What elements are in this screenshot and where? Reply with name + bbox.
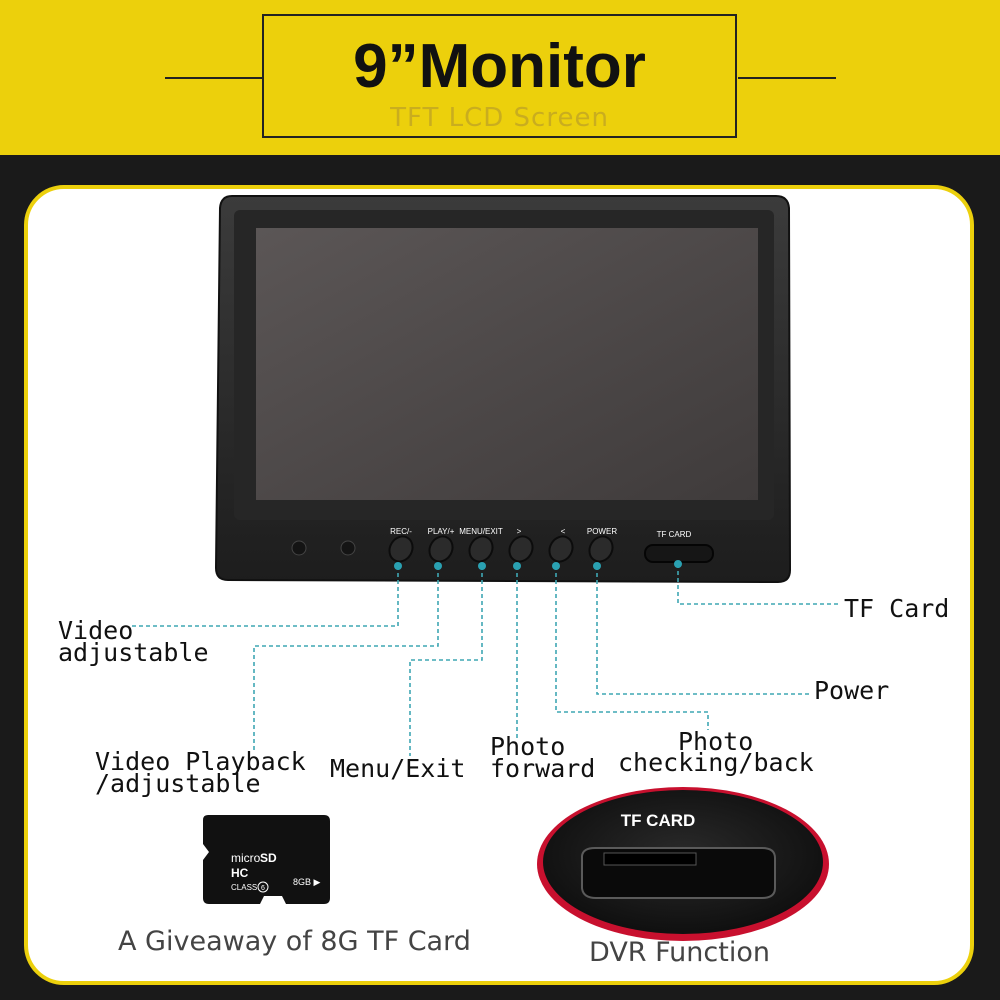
button-back[interactable] [545, 532, 577, 566]
card-slot[interactable] [644, 544, 714, 563]
button-menu-exit[interactable] [465, 532, 497, 566]
button-label-rec: REC/- [390, 527, 412, 536]
top-banner: 9”Monitor TFT LCD Screen [0, 0, 1000, 155]
label-photo-forward-2: forward [490, 754, 596, 783]
button-play[interactable] [425, 532, 457, 566]
sd-class: CLASS [231, 883, 257, 892]
caption-giveaway: A Giveaway of 8G TF Card [118, 926, 471, 957]
label-tf-card: TF Card [844, 594, 950, 623]
button-label-back: < [561, 527, 566, 536]
sensor-hole [291, 540, 307, 556]
callout-dots [394, 560, 682, 570]
button-rec[interactable] [385, 532, 417, 566]
button-label-power: POWER [587, 527, 617, 536]
sd-capacity: 8GB ▶ [293, 877, 321, 887]
button-label-play: PLAY/+ [428, 527, 455, 536]
button-power[interactable] [585, 532, 617, 566]
label-power: Power [814, 676, 890, 705]
sd-card: micro SD HC CLASS 6 8GB ▶ [203, 815, 330, 904]
title-box: 9”Monitor TFT LCD Screen [262, 14, 737, 138]
label-photo-checking-1: Photo [678, 727, 754, 756]
label-menu-exit: Menu/Exit [330, 754, 466, 783]
button-label-menu: MENU/EXIT [459, 527, 503, 536]
banner-line-right [738, 77, 836, 79]
label-video-playback-2: /adjustable [95, 769, 261, 798]
monitor: REC/- PLAY/+ MENU/EXIT > < POWER TF CARD [214, 195, 792, 584]
page-title: 9”Monitor [353, 32, 646, 101]
label-photo-forward-1: Photo [490, 732, 566, 761]
slot-closeup: TF CARD [537, 787, 829, 941]
slot-closeup-label: TF CARD [621, 811, 696, 830]
label-video-adjustable-1: Video [58, 616, 134, 645]
caption-dvr: DVR Function [589, 937, 770, 968]
callout-lines [132, 564, 840, 756]
label-photo-checking-2: checking/back [618, 748, 814, 777]
sd-brand-micro: micro [231, 851, 261, 865]
sensor-hole [340, 540, 356, 556]
sd-class-num: 6 [261, 885, 265, 892]
banner-line-left [165, 77, 262, 79]
label-video-playback-1: Video Playback [95, 747, 306, 776]
page-subtitle: TFT LCD Screen [390, 103, 609, 133]
button-forward[interactable] [505, 532, 537, 566]
sd-hc: HC [231, 866, 249, 880]
sd-brand-sd: SD [260, 851, 277, 865]
button-label-forward: > [517, 527, 522, 536]
card-slot-label: TF CARD [657, 530, 692, 539]
label-video-adjustable-2: adjustable [58, 638, 209, 667]
monitor-screen [256, 228, 758, 500]
